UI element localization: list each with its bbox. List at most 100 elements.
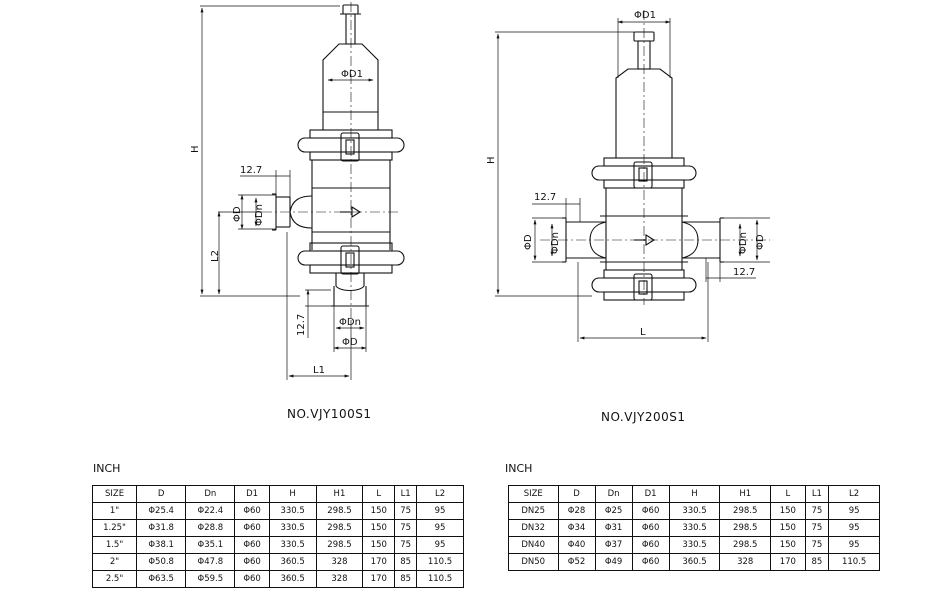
table-cell: 170: [770, 553, 806, 571]
column-header: Dn: [185, 485, 236, 503]
labels-right: ΦD1 H 12.7 ΦD ΦDn ΦDn ΦD 12.7 L: [486, 10, 766, 338]
table-cell: Φ59.5: [185, 570, 236, 588]
table-cell: 328: [315, 553, 364, 571]
table-cell: 75: [394, 519, 418, 537]
table-cell: Φ37: [594, 536, 633, 554]
table-cell: 330.5: [268, 502, 317, 520]
column-header: SIZE: [91, 485, 138, 503]
table-cell: 95: [828, 536, 880, 554]
column-header: D: [136, 485, 187, 503]
table-cell: Φ49: [594, 553, 633, 571]
table-cell: Φ60: [234, 536, 270, 554]
table-cell: 150: [362, 519, 396, 537]
table-cell: Φ34: [557, 519, 596, 537]
table-cell: Φ40: [557, 536, 596, 554]
column-header: D1: [234, 485, 270, 503]
table-cell: 298.5: [315, 519, 364, 537]
table-cell: Φ25.4: [136, 502, 187, 520]
table-cell: Φ35.1: [185, 536, 236, 554]
table-cell: 95: [416, 502, 464, 520]
table-cell: 330.5: [668, 502, 721, 520]
label-l1: L1: [313, 365, 325, 376]
label-12-7-top: 12.7: [240, 165, 262, 176]
table-cell: Φ60: [234, 502, 270, 520]
table-cell: 85: [394, 553, 418, 571]
table-cell: 328: [719, 553, 772, 571]
table-cell: 330.5: [268, 536, 317, 554]
table-cell: 150: [770, 519, 806, 537]
table-cell: 2": [91, 553, 138, 571]
label-h-right: H: [486, 156, 497, 164]
table-cell: 1.25": [91, 519, 138, 537]
table-cell: 298.5: [719, 519, 772, 537]
technical-drawings: ΦD1 H 12.7 ΦD ΦDn L2 12.7 ΦDn ΦD L1: [190, 2, 770, 380]
table-cell: 330.5: [668, 519, 721, 537]
table-cell: Φ52: [557, 553, 596, 571]
label-dn: ΦDn: [254, 204, 265, 226]
table-cell: 75: [804, 536, 830, 554]
dimensions-right: [495, 18, 770, 342]
table-cell: Φ60: [631, 553, 670, 571]
table-cell: DN32: [508, 519, 559, 537]
table-cell: 330.5: [268, 519, 317, 537]
column-header: H: [668, 485, 721, 503]
label-d: ΦD: [232, 206, 243, 222]
table-cell: 1.5": [91, 536, 138, 554]
column-header: L1: [394, 485, 418, 503]
column-header: L: [770, 485, 806, 503]
table-2-unit-label: INCH: [505, 462, 533, 475]
table-cell: 170: [362, 553, 396, 571]
table-cell: 95: [828, 502, 880, 520]
table-cell: 298.5: [719, 502, 772, 520]
column-header: H1: [719, 485, 772, 503]
table-cell: 298.5: [315, 502, 364, 520]
column-header: Dn: [594, 485, 633, 503]
table-cell: 75: [394, 502, 418, 520]
table-cell: 330.5: [668, 536, 721, 554]
column-header: D: [557, 485, 596, 503]
table-cell: 85: [394, 570, 418, 588]
label-12-7-right-right: 12.7: [733, 267, 755, 278]
label-d1-right: ΦD1: [634, 10, 656, 21]
column-header: H: [268, 485, 317, 503]
table-cell: Φ60: [631, 536, 670, 554]
table-cell: DN50: [508, 553, 559, 571]
column-header: L2: [416, 485, 464, 503]
label-dn-right-right: ΦDn: [738, 232, 749, 254]
column-header: L1: [804, 485, 830, 503]
label-l-right: L: [640, 327, 646, 338]
table-cell: Φ31: [594, 519, 633, 537]
table-cell: Φ63.5: [136, 570, 187, 588]
label-d-bottom: ΦD: [342, 337, 358, 348]
caption-vjy100s1: NO.VJY100S1: [287, 407, 372, 421]
valve-vjy100s1: [262, 2, 405, 320]
table-cell: Φ31.8: [136, 519, 187, 537]
table-cell: 1": [91, 502, 138, 520]
column-header: SIZE: [508, 485, 559, 503]
valve-vjy200s1: [540, 10, 770, 305]
table-cell: Φ28: [557, 502, 596, 520]
table-cell: 298.5: [719, 536, 772, 554]
table-cell: Φ60: [631, 519, 670, 537]
table-cell: Φ60: [234, 553, 270, 571]
table-cell: Φ28.8: [185, 519, 236, 537]
table-cell: DN40: [508, 536, 559, 554]
column-header: H1: [315, 485, 364, 503]
table-1-unit-label: INCH: [93, 462, 121, 475]
table-cell: 150: [770, 502, 806, 520]
label-d-left-right: ΦD: [523, 234, 534, 250]
table-cell: Φ60: [234, 519, 270, 537]
table-cell: 170: [362, 570, 396, 588]
label-dn-bottom: ΦDn: [339, 317, 361, 328]
label-h: H: [190, 145, 201, 153]
table-cell: 95: [828, 519, 880, 537]
table-cell: 150: [362, 502, 396, 520]
